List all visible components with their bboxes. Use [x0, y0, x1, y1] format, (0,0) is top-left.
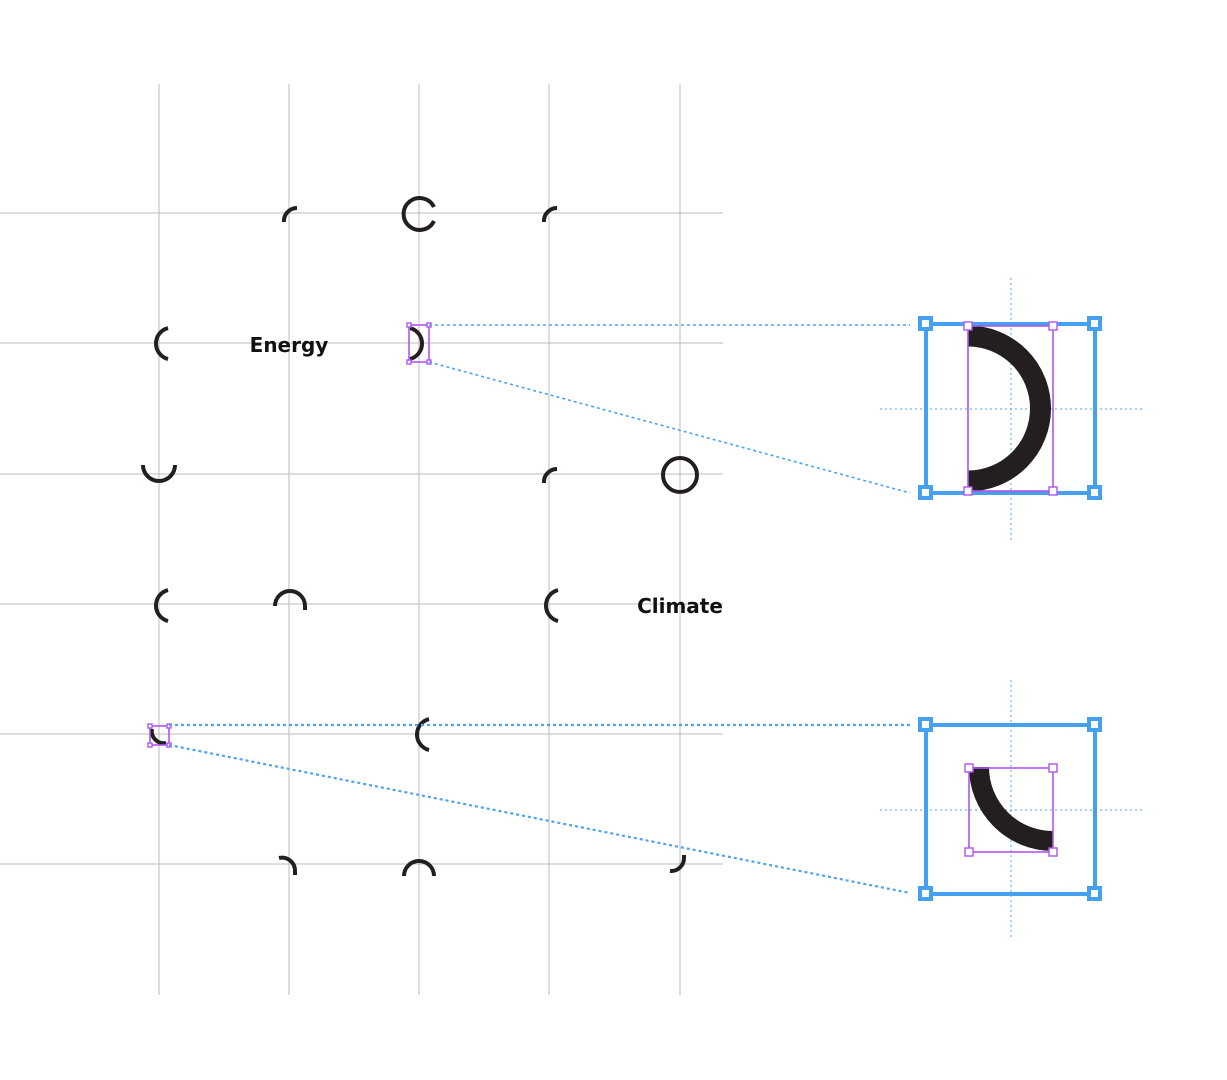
selection-frame: [924, 322, 1097, 495]
half-arc-bottom-glyph: [141, 464, 177, 483]
quarter-arc-top-left-glyph: [541, 205, 558, 223]
magnified-half-arc-right-glyph: [967, 325, 1051, 492]
half-arc-left-glyph: [544, 588, 559, 623]
quarter-arc-top-left-glyph: [281, 205, 298, 223]
frame-handle: [918, 485, 933, 500]
bbox-handle: [963, 321, 973, 331]
bbox-handle: [147, 742, 153, 748]
leader-line: [428, 361, 911, 494]
glyph-fragments: [141, 196, 699, 877]
selection-frame: [924, 723, 1097, 896]
energy-label: Energy: [250, 333, 329, 357]
full-circle-glyph: [661, 456, 699, 494]
bbox-handle: [963, 486, 973, 496]
grid: [0, 84, 723, 995]
magnified-quarter-arc-bottom-left-glyph: [969, 766, 1054, 851]
bbox-handle: [406, 322, 412, 328]
half-arc-top-glyph: [402, 859, 436, 877]
bbox-handle: [406, 359, 412, 365]
half-arc-right-glyph: [409, 326, 424, 361]
bbox-handle: [964, 847, 974, 857]
callout-magnified-half-arc-right: [880, 278, 1142, 540]
half-arc-left-glyph: [415, 717, 430, 752]
bbox-handle: [147, 723, 153, 729]
bbox-handle: [1048, 847, 1058, 857]
frame-handle: [918, 316, 933, 331]
half-arc-left-glyph: [154, 588, 169, 623]
callout-magnified-quarter-arc: [880, 680, 1142, 940]
bbox-handle: [1048, 486, 1058, 496]
quarter-arc-top-left-glyph: [541, 466, 558, 484]
bbox-handle: [1048, 321, 1058, 331]
frame-handle: [1087, 717, 1102, 732]
frame-handle: [1087, 485, 1102, 500]
hook-bottom-right-glyph: [669, 855, 687, 874]
bounding-box: [967, 325, 1054, 492]
frame-handle: [1087, 886, 1102, 901]
bbox-handle: [1048, 763, 1058, 773]
climate-label: Climate: [637, 594, 723, 618]
leader-lines: [168, 324, 911, 895]
frame-handle: [1087, 316, 1102, 331]
source-bounding-box: [149, 725, 170, 746]
bounding-box: [968, 767, 1054, 853]
open-circle-right-gap-glyph: [401, 196, 436, 232]
source-bounding-box: [408, 324, 430, 363]
frame-handle: [918, 717, 933, 732]
arc-top-left-hook-glyph: [273, 589, 307, 610]
hook-top-right-glyph: [278, 855, 297, 875]
bbox-handle: [964, 763, 974, 773]
leader-line: [168, 743, 911, 895]
frame-handle: [918, 886, 933, 901]
quarter-arc-bottom-left-glyph: [149, 728, 167, 746]
half-arc-left-glyph: [154, 326, 169, 361]
